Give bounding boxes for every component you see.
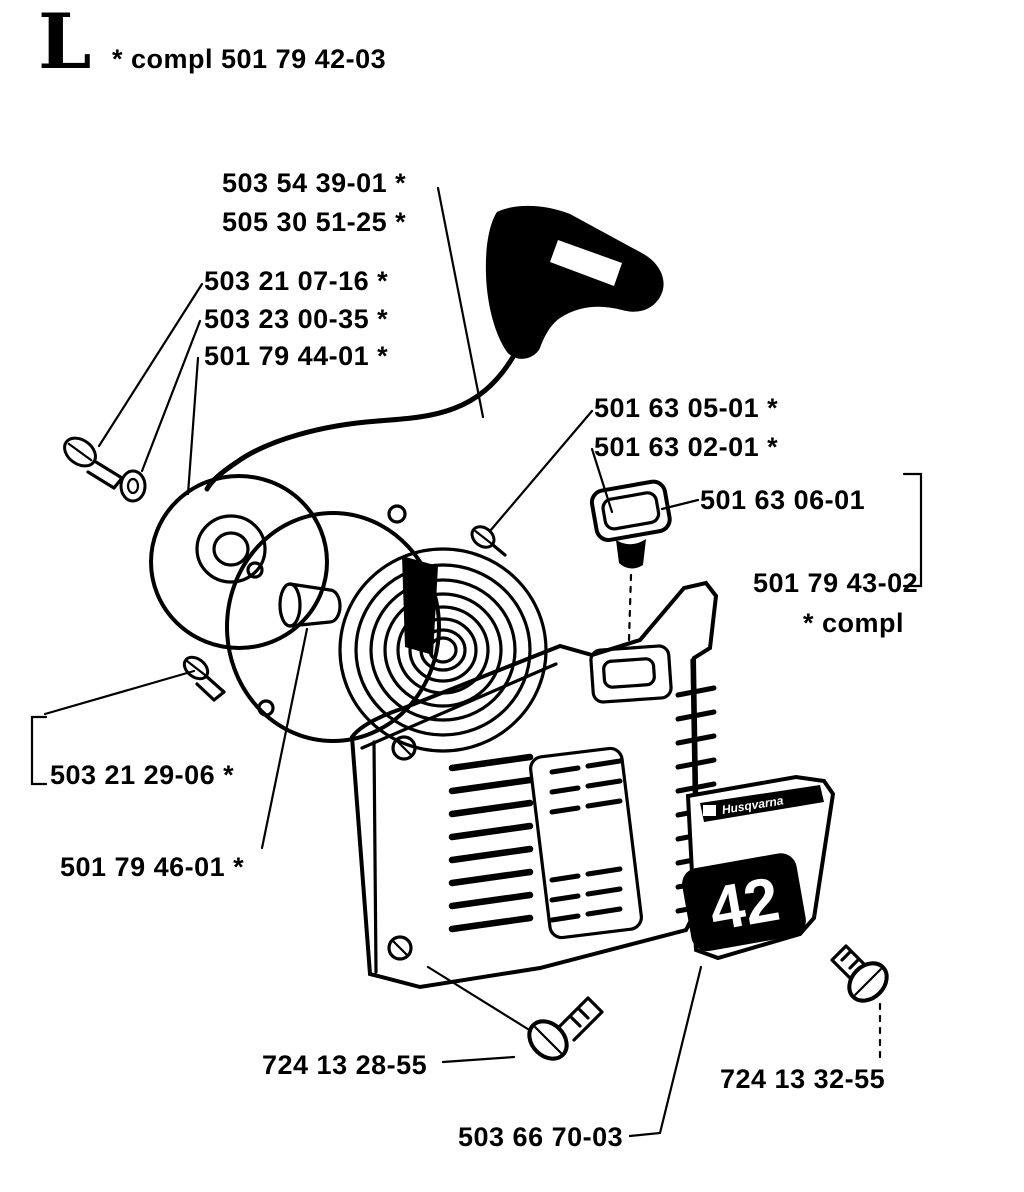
part-label-505-30-51-25: 505 30 51-25 * (222, 207, 407, 237)
part-label-501-63-06-01: 501 63 06-01 (700, 485, 866, 515)
part-label-501-79-43-02: 501 79 43-02 (753, 568, 919, 598)
husqvarna-crown-logo (703, 805, 716, 816)
recoil-spring (338, 547, 548, 753)
section-letter: L (38, 0, 92, 86)
part-label-503-54-39-01: 503 54 39-01 * (222, 168, 407, 198)
pulley-plate (225, 504, 441, 743)
starter-housing (349, 580, 719, 990)
screw-mid-left (182, 655, 226, 702)
model-number-text: 42 (704, 865, 784, 945)
housing-panel-vents (549, 758, 623, 923)
part-label-503-66-70-03: 503 66 70-03 (458, 1122, 624, 1152)
part-label-501-63-05-01: 501 63 05-01 * (594, 393, 779, 423)
housing-screw-hole-bottom (387, 935, 413, 961)
part-label-501-63-02-01: 501 63 02-01 * (594, 432, 779, 462)
screw-plate (470, 525, 507, 557)
screw-bottom-center (527, 996, 604, 1061)
screw-top-left (63, 436, 124, 490)
part-label-501-79-44-01: 501 79 44-01 * (204, 341, 389, 371)
model-badge (682, 853, 806, 952)
part-label-503-21-29-06: 503 21 29-06 * (50, 760, 235, 790)
part-label-503-21-07-16: 503 21 07-16 * (204, 266, 389, 296)
starter-handle (485, 205, 664, 359)
housing-center-panel (529, 746, 643, 940)
part-label-compl-note: * compl (803, 608, 905, 638)
cover-plate: Husqvarna 42 (682, 774, 836, 961)
starter-rope (204, 354, 516, 492)
bushing-part (278, 582, 342, 628)
leader-lines (30, 186, 923, 1138)
screw-bottom-right (830, 944, 889, 1003)
part-label-503-23-00-35: 503 23 00-35 * (204, 304, 389, 334)
starter-pulley (149, 474, 329, 650)
assembly-note: * compl 501 79 42-03 (112, 44, 387, 74)
part-label-724-13-32-55: 724 13 32-55 (720, 1064, 886, 1094)
washer (119, 469, 147, 503)
housing-rope-outlet (589, 644, 673, 704)
rope-guide-part (589, 479, 672, 642)
housing-vent-slats (448, 753, 534, 933)
part-label-501-79-46-01: 501 79 46-01 * (60, 852, 245, 882)
part-label-724-13-28-55: 724 13 28-55 (262, 1050, 428, 1080)
